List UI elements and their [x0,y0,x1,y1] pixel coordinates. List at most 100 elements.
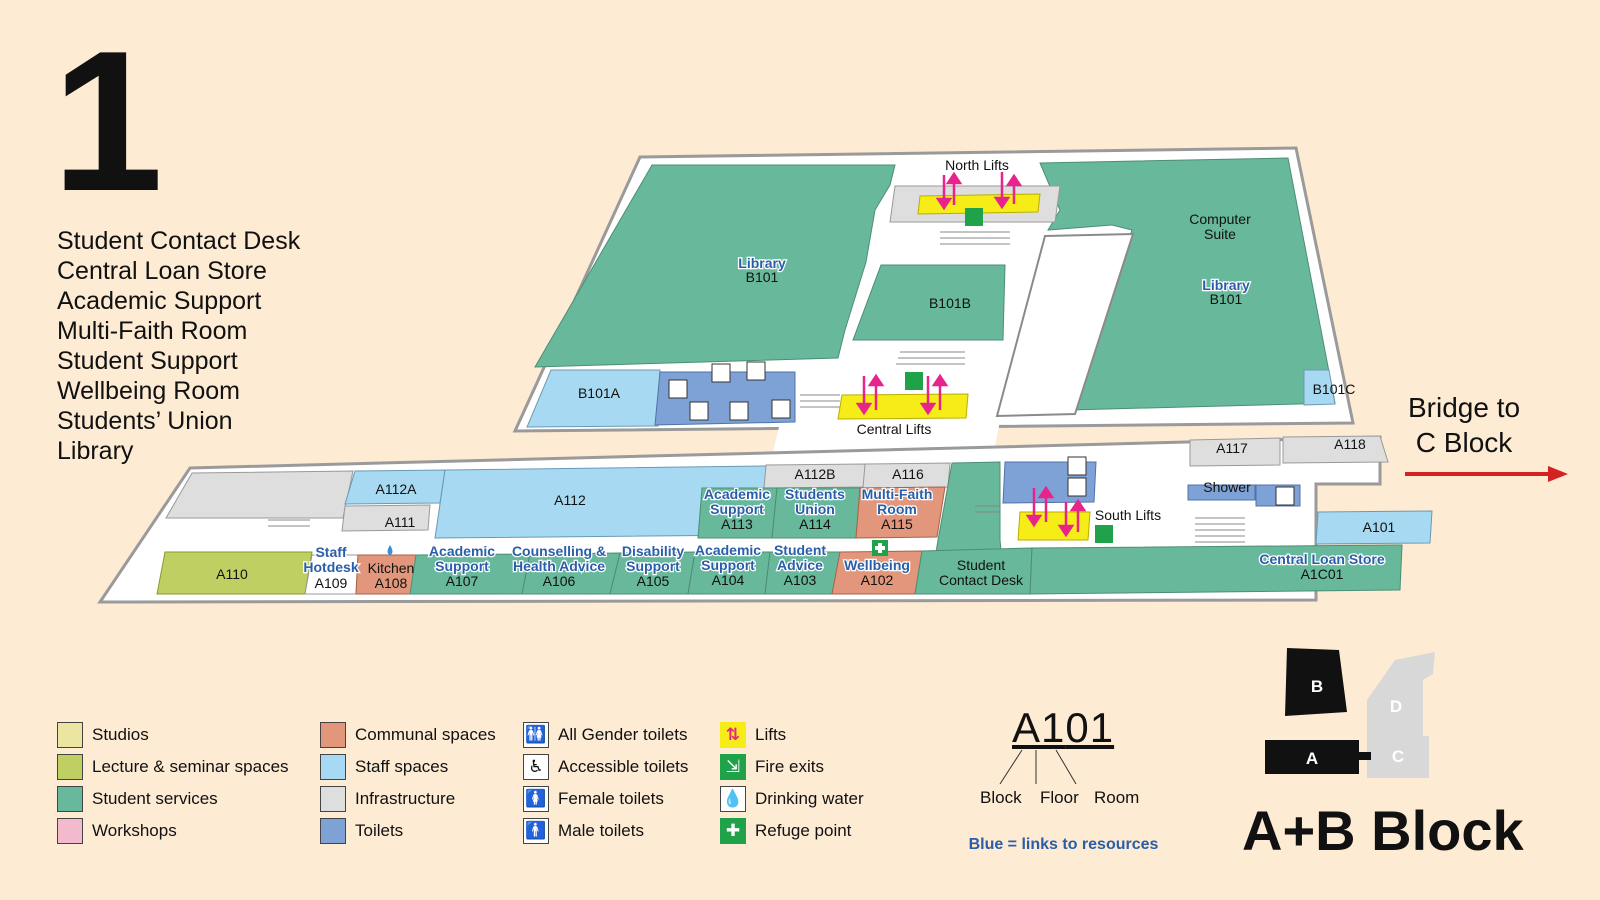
a107-link-1[interactable]: Academic [428,542,497,561]
a106-label: A106 [543,573,576,589]
female-toilet-icon: 🚺 [523,786,549,812]
a106-link-1[interactable]: Counselling & [511,542,608,561]
a113-link-1[interactable]: Academic [703,485,772,504]
a102-link-1[interactable]: Wellbeing [843,556,911,575]
room-a111[interactable] [341,504,431,532]
a101-label: A101 [1363,519,1396,535]
a111-label: A111 [385,514,416,530]
service-item[interactable]: Students’ Union [57,407,233,435]
a109-link-2[interactable]: Hotdesk [302,558,360,577]
a103-link-2[interactable]: Advice [776,556,825,575]
service-item[interactable]: Multi-Faith Room [57,317,248,345]
room-a101[interactable] [1315,510,1433,545]
library-east-code: B101 [1210,291,1243,307]
block-a-shape [1265,740,1359,774]
legend-male: 🚹Male toilets [523,818,644,844]
service-item[interactable]: Student Support [57,347,238,375]
a114-link-2[interactable]: Union [794,500,836,519]
block-key-map: B A D C [1265,648,1435,778]
library-west-link[interactable]: Library [737,254,787,273]
a107-link-2[interactable]: Support [434,557,490,576]
block-a-link [1359,752,1371,760]
a108-label: A108 [375,575,408,591]
code-pointers [999,749,1077,785]
a104-link-2[interactable]: Support [700,556,756,575]
library-east-link[interactable]: Library [1201,276,1251,295]
floor-number: 1 [52,10,163,233]
swatch [57,786,83,812]
room-b101a[interactable] [526,369,661,428]
bridge-line-2: C Block [1415,427,1513,458]
shower-label: Shower [1203,479,1251,495]
all-gender-toilet-icon: 🚻 [523,722,549,748]
south-lifts-label: South Lifts [1095,507,1161,523]
legend-communal: Communal spaces [320,722,496,748]
block-d-label: D [1390,697,1402,716]
block-b-shape [1285,648,1347,716]
swatch [320,818,346,844]
room-a118[interactable] [1282,435,1389,464]
a113-link-2[interactable]: Support [709,500,765,519]
room-code-example: A101 [1012,704,1114,752]
service-item[interactable]: Library [57,437,134,465]
legend-female: 🚺Female toilets [523,786,664,812]
a118-label: A118 [1334,436,1366,452]
computer-suite-label-1: Computer [1189,211,1251,227]
code-room: 01 [1065,704,1115,751]
service-item[interactable]: Central Loan Store [57,257,267,285]
a104-label: A104 [712,572,745,588]
swatch [320,722,346,748]
block-b-label: B [1311,677,1323,696]
north-stairs [800,231,1010,408]
a104-link-1[interactable]: Academic [694,541,763,560]
shower-room[interactable] [1187,484,1256,501]
contact-desk-label-1: Student [957,557,1005,573]
legend-studios: Studios [57,722,149,748]
legend-all-gender: 🚻All Gender toilets [523,722,687,748]
a114-link-1[interactable]: Students [784,485,847,504]
a1c01-link-1[interactable]: Central Loan Store [1258,550,1386,569]
legend-student-services: Student services [57,786,218,812]
central-lifts-label: Central Lifts [857,421,932,437]
floor-services-list: Student Contact Desk Central Loan Store … [57,226,300,466]
a107-label: A107 [446,573,479,589]
service-item[interactable]: Student Contact Desk [57,227,301,255]
lift-icon: ⇅ [720,722,746,748]
room-a115[interactable] [855,486,946,539]
service-item[interactable]: Wellbeing Room [57,377,240,405]
code-block-label: Block [980,788,1022,807]
a115-link-2[interactable]: Room [876,500,918,519]
room-b101b[interactable] [852,264,1006,341]
a102-label: A102 [861,572,894,588]
central-lifts[interactable] [837,393,969,420]
library-west-area[interactable] [534,164,896,368]
a114-label: A114 [799,516,831,532]
a112b-label: A112B [795,466,836,482]
room-b101c[interactable] [1303,369,1336,406]
a110-label: A110 [216,566,248,582]
accessible-toilet-icon: ♿ [523,754,549,780]
contact-desk-label-2: Contact Desk [939,572,1024,588]
b101b-label: B101B [929,295,971,311]
bridge-to-c-block[interactable]: Bridge to C Block [1408,390,1520,460]
legend-infrastructure: Infrastructure [320,786,455,812]
block-c-shape [1367,736,1429,778]
a106-link-2[interactable]: Health Advice [512,557,607,576]
a117-label: A117 [1216,440,1248,456]
swatch [320,754,346,780]
south-stairs [268,505,1245,543]
room-a117[interactable] [1189,437,1281,467]
a113-label: A113 [721,516,753,532]
a115-link-1[interactable]: Multi-Faith [860,485,933,504]
a1c01-label: A1C01 [1301,566,1344,582]
room-a1c01[interactable] [1029,544,1403,595]
a109-link-1[interactable]: Staff [314,543,348,562]
room-code-explainer: A101 Block Floor Room Blue = links to re… [956,700,1171,853]
a112a-label: A112A [376,481,418,497]
swatch [320,786,346,812]
a105-link-1[interactable]: Disability [621,542,686,561]
service-item[interactable]: Academic Support [57,287,262,315]
a103-link-1[interactable]: Student [773,541,828,560]
a105-link-2[interactable]: Support [625,557,681,576]
a116-label: A116 [892,466,924,482]
